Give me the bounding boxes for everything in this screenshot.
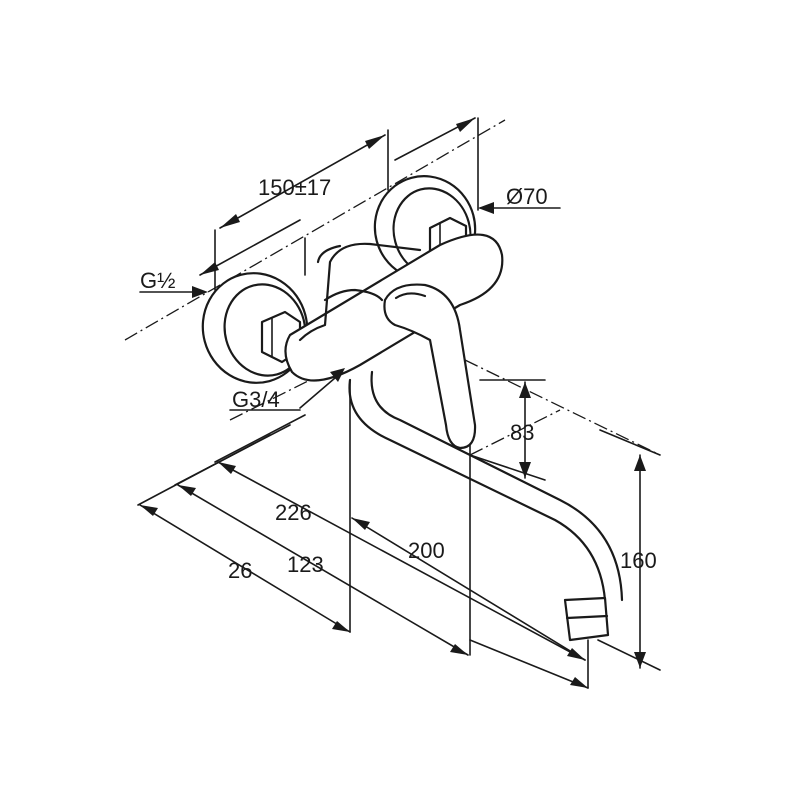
arrowhead bbox=[200, 262, 219, 275]
ext-spout-top bbox=[599, 429, 661, 456]
diameter-label: Ø70 bbox=[506, 184, 548, 209]
spout-body-label: 200 bbox=[408, 538, 445, 563]
dim-line-123 bbox=[177, 484, 469, 656]
arrowhead bbox=[519, 382, 531, 398]
arrowhead bbox=[570, 677, 588, 688]
dim-line-center-distance bbox=[219, 134, 386, 229]
arrowhead bbox=[332, 621, 350, 632]
dim-line-200 bbox=[351, 517, 586, 661]
center-distance-label: 150±17 bbox=[258, 175, 331, 200]
wall-centerline bbox=[124, 119, 506, 341]
outlet-leader bbox=[299, 377, 336, 409]
ext-dim-26-start bbox=[137, 434, 271, 506]
dim-line-26 bbox=[139, 504, 351, 633]
dim-line-226 bbox=[217, 461, 586, 661]
spout-reference-line bbox=[464, 359, 661, 456]
spout-total-label: 226 bbox=[275, 500, 312, 525]
ext-spout-bottom bbox=[597, 639, 661, 671]
arrowhead bbox=[140, 505, 158, 516]
lever-height-label: 83 bbox=[510, 420, 534, 445]
lever-reference-line bbox=[469, 409, 561, 456]
arrowhead bbox=[352, 518, 370, 530]
arrowhead bbox=[178, 485, 196, 496]
spout bbox=[348, 370, 624, 642]
lever-handle bbox=[383, 283, 477, 450]
arrowhead bbox=[218, 462, 236, 474]
arrowhead bbox=[220, 214, 240, 228]
spout-height-label: 160 bbox=[620, 548, 657, 573]
outlet-arrow bbox=[330, 368, 345, 382]
arrowhead bbox=[365, 135, 385, 149]
dim-line-total bbox=[469, 639, 589, 689]
arrowhead bbox=[519, 462, 531, 478]
arrowhead bbox=[456, 118, 475, 132]
base-reference-line bbox=[229, 369, 331, 421]
wall-depth-label: 26 bbox=[228, 558, 252, 583]
outlet-thread-label: G3/4 bbox=[232, 387, 280, 412]
arrowhead bbox=[634, 455, 646, 471]
arrowhead bbox=[634, 652, 646, 668]
arrowhead bbox=[478, 202, 494, 214]
arrowhead bbox=[192, 286, 208, 298]
mid-depth-label: 123 bbox=[287, 552, 324, 577]
arrowhead bbox=[450, 644, 468, 655]
inlet-thread-label: G½ bbox=[140, 268, 175, 293]
ext-dim-226-start bbox=[214, 414, 306, 463]
ext-lever-bottom bbox=[469, 454, 546, 481]
